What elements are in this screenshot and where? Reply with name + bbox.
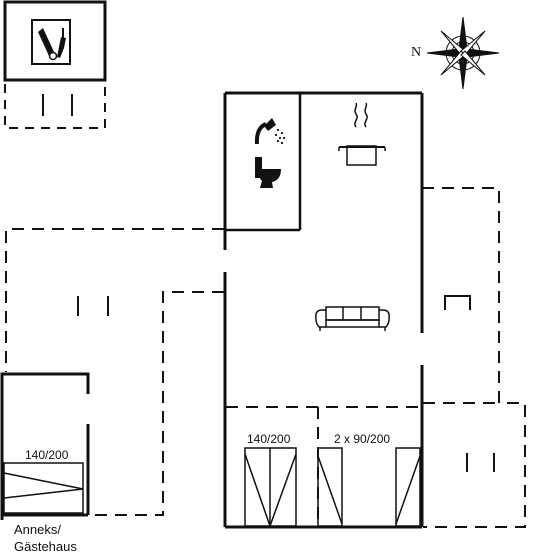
tools-icon: [31, 19, 71, 65]
bedroom-2-bed-label: 2 x 90/200: [334, 432, 391, 446]
terrace-left: [5, 228, 224, 516]
bed-single-1: [317, 447, 343, 527]
annex: [0, 372, 90, 520]
main-house: [223, 91, 424, 529]
compass-rose-icon: [426, 16, 500, 90]
compass-north-label: N: [411, 45, 422, 60]
bed-double: [244, 447, 297, 527]
bathroom: [225, 93, 302, 232]
annex-bed: [3, 462, 84, 514]
annex-name-line-1: Anneks/: [14, 522, 61, 537]
bedroom-1-bed-label: 140/200: [247, 432, 291, 446]
sofa-icon: [315, 306, 390, 331]
terrace-right: [422, 187, 526, 528]
shower-icon: [254, 118, 286, 145]
toilet-icon: [255, 157, 281, 188]
shed: [3, 0, 107, 129]
annex-bed-label: 140/200: [25, 448, 69, 462]
annex-name-line-2: Gästehaus: [14, 539, 77, 554]
bedroom-partitions: [226, 406, 422, 527]
bed-single-2: [395, 447, 421, 527]
cooking-pot-icon: [338, 102, 386, 166]
